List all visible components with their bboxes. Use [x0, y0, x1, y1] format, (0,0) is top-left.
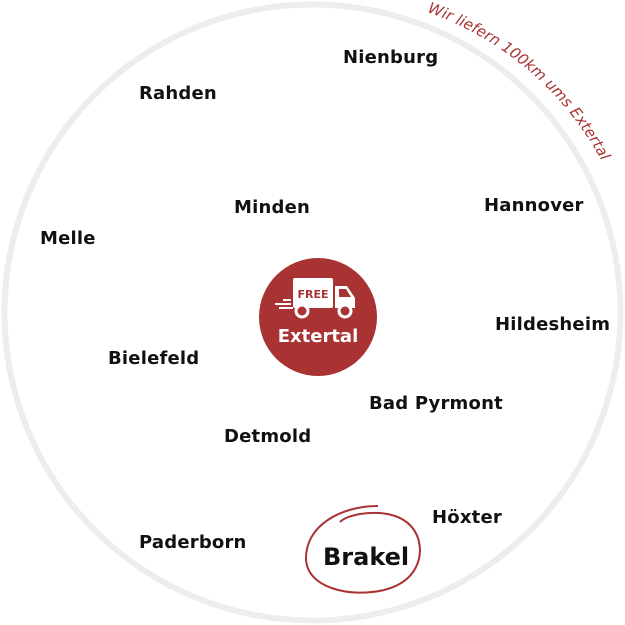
city-bielefeld: Bielefeld: [108, 348, 200, 369]
banner-text: Wir liefern 100km ums Extertal: [426, 0, 615, 164]
city-bad-pyrmont: Bad Pyrmont: [369, 393, 503, 414]
delivery-truck-icon: FREE: [275, 278, 355, 319]
city-brakel-highlighted: Brakel: [323, 543, 410, 571]
city-detmold: Detmold: [224, 426, 312, 447]
free-badge: FREE: [297, 288, 328, 301]
city-nienburg: Nienburg: [343, 47, 439, 68]
extertal-center-badge: FREE Extertal: [259, 258, 377, 376]
city-minden: Minden: [234, 197, 311, 218]
svg-text:Wir liefern 100km ums Extertal: Wir liefern 100km ums Extertal: [426, 0, 615, 164]
city-paderborn: Paderborn: [139, 532, 247, 553]
city-melle: Melle: [40, 228, 96, 249]
city-rahden: Rahden: [139, 83, 217, 104]
center-label: Extertal: [277, 326, 359, 347]
city-hannover: Hannover: [484, 195, 584, 216]
city-hildesheim: Hildesheim: [495, 314, 611, 335]
city-hoexter: Höxter: [432, 507, 502, 528]
brakel-highlight-circle: [304, 505, 421, 594]
